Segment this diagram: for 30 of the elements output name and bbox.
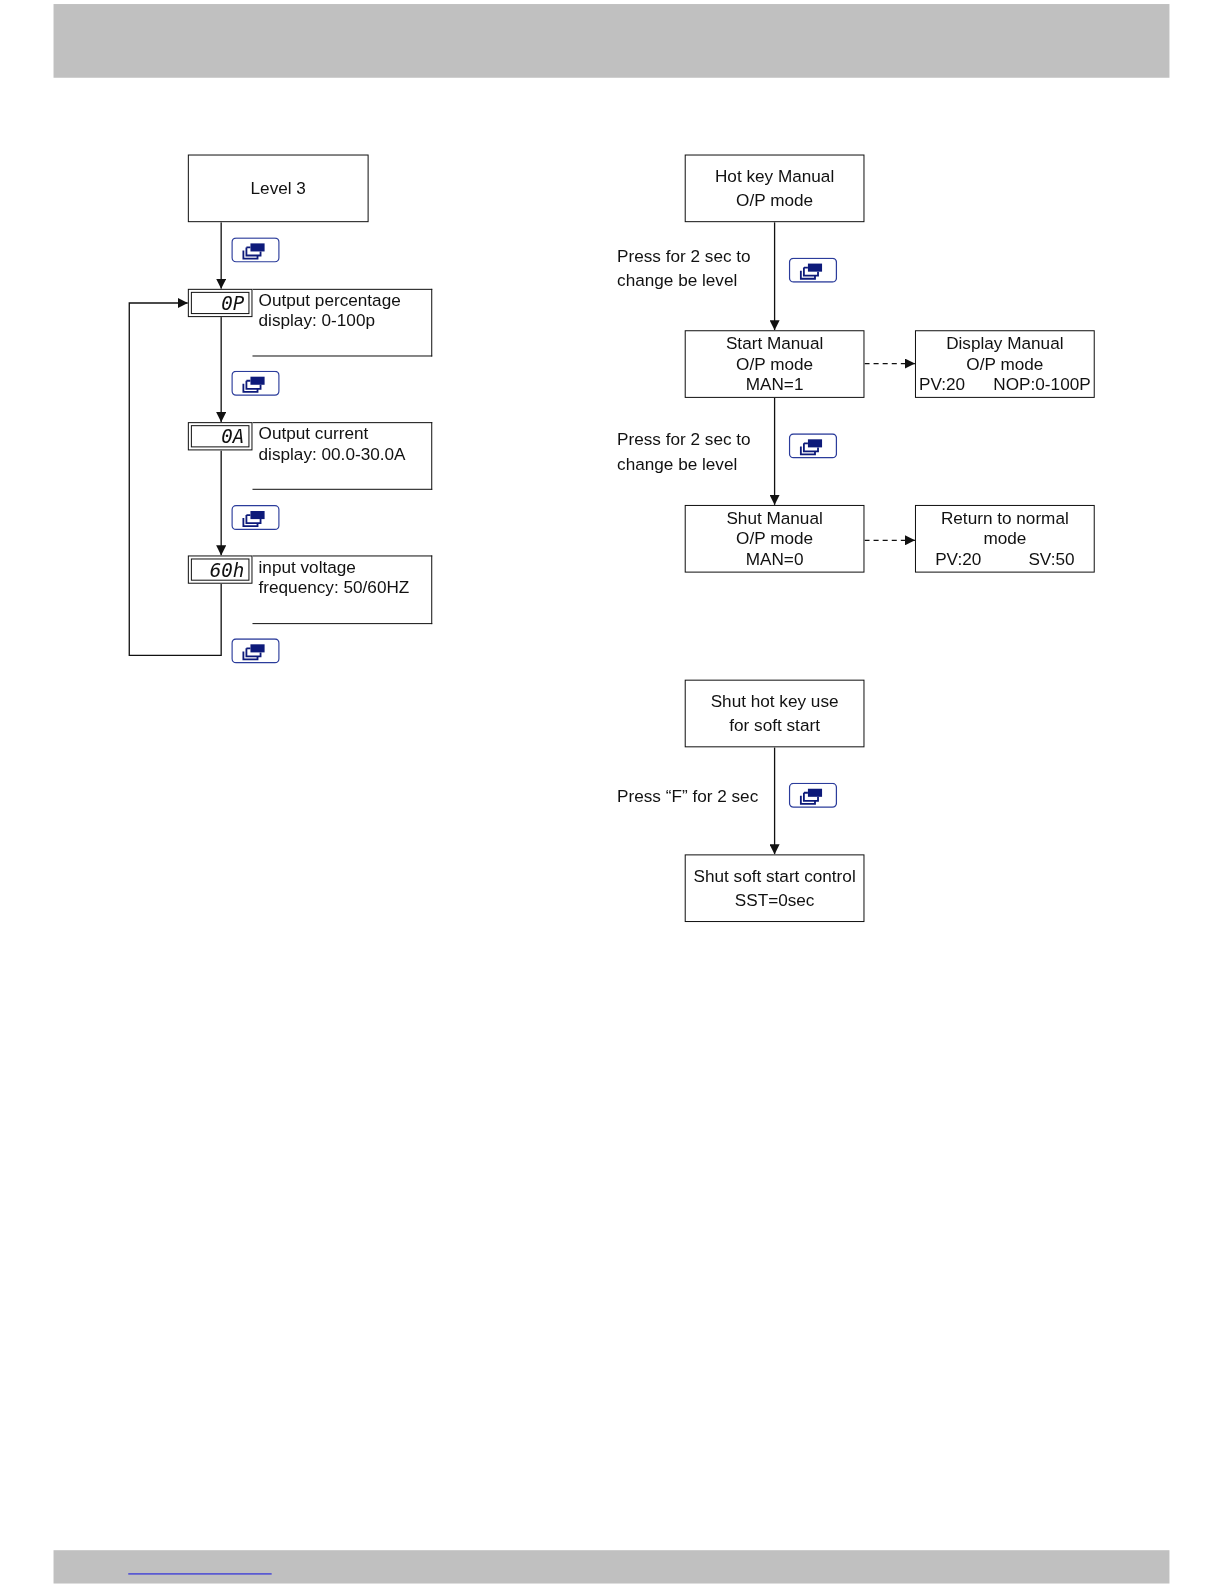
process-box: Hot key Manual O/P mode	[684, 154, 865, 223]
process-box	[914, 504, 1095, 573]
segment-display: 0P	[187, 288, 253, 318]
node-label: PV:20 NOP:0-100P	[919, 374, 1091, 395]
process-box	[914, 330, 1095, 398]
node-label: Display Manual O/P mode	[945, 333, 1065, 375]
arrow	[769, 221, 780, 331]
process-box: Shut hot key use for soft start	[684, 679, 865, 748]
arrow	[128, 297, 222, 657]
edge-label: Press for 2 sec to change be level	[617, 429, 752, 476]
arrow	[216, 221, 227, 290]
arrow	[216, 449, 227, 557]
node-label: Return to normal mode	[939, 508, 1070, 549]
arrow	[216, 316, 227, 423]
edge-label: Press for 2 sec to change be level	[617, 245, 752, 292]
arrow	[769, 746, 780, 856]
arrow	[863, 535, 916, 546]
node-label: PV:20 SV:50	[935, 548, 1075, 570]
description-box: Output percentage display: 0-100p	[252, 288, 433, 357]
segment-display: 0A	[187, 422, 253, 451]
process-box: Shut soft start control SST=0sec	[684, 854, 865, 923]
arrow	[863, 358, 916, 369]
process-box: Start Manual O/P mode MAN=1	[684, 330, 865, 398]
segment-display: 60h	[187, 555, 253, 584]
process-box: Level 3	[187, 154, 369, 223]
edge-label: Press “F” for 2 sec	[617, 785, 760, 808]
arrow	[769, 397, 780, 506]
description-box: Output current display: 00.0-30.0A	[252, 422, 433, 490]
description-box: input voltage frequency: 50/60HZ	[252, 555, 433, 625]
process-box: Shut Manual O/P mode MAN=0	[684, 504, 865, 573]
